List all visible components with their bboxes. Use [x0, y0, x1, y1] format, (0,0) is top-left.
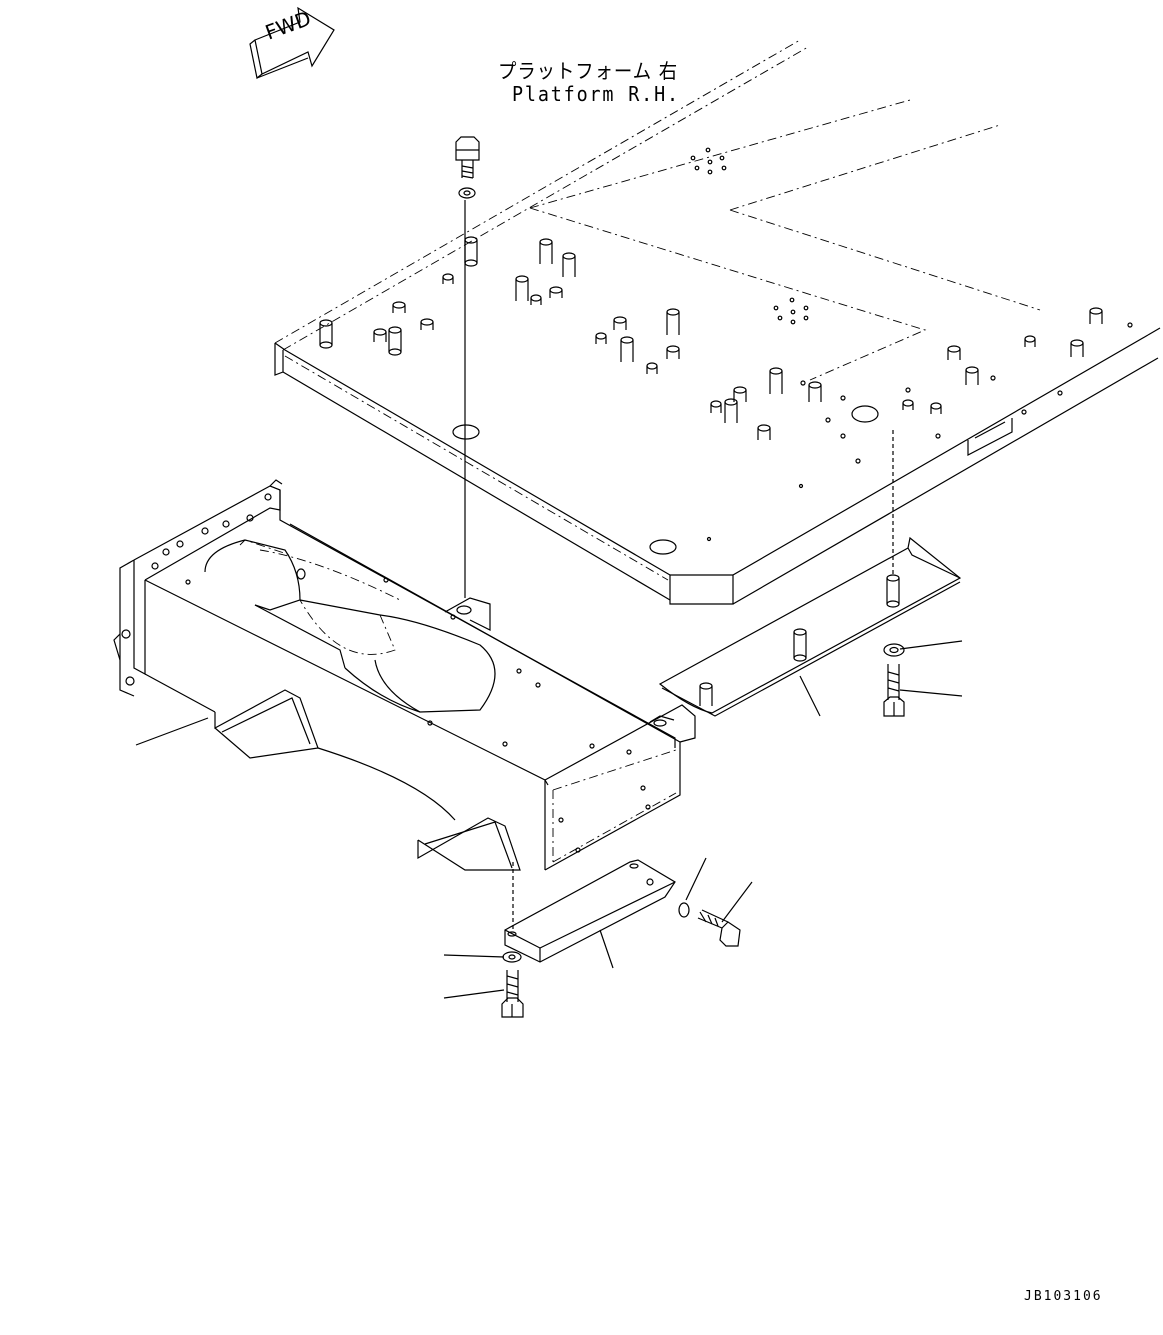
cover-plate-right: [658, 430, 962, 717]
right-bolt: [883, 643, 905, 717]
lower-bolt: [501, 951, 524, 1018]
title-japanese: プラットフォーム 右: [498, 59, 679, 83]
top-bolt: [455, 136, 480, 598]
figure-code: JB103106: [1024, 1289, 1103, 1304]
leader-lines: [135, 640, 963, 999]
platform-studs: [319, 236, 1133, 542]
main-frame: [113, 479, 696, 871]
fwd-arrow-icon: [249, 6, 335, 80]
lower-bracket: [504, 859, 676, 963]
title-english: Platform R.H.: [512, 82, 680, 106]
platform-plate: [274, 39, 1161, 605]
